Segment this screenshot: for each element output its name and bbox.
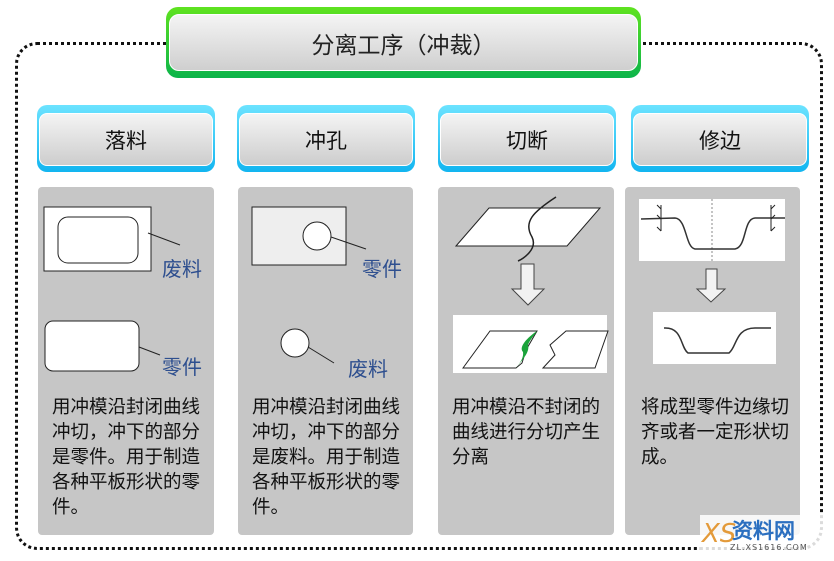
watermark-xs: XS [702,519,737,549]
header-label: 冲孔 [239,113,413,166]
title-box: 分离工序（冲裁） [166,7,641,78]
blanking-illustration [43,206,181,372]
trimming-illustration [639,199,785,364]
description: 用冲模沿封闭曲线冲切，冲下的部分是零件。用于制造各种平板形状的零件。 [52,397,201,518]
header-blanking: 落料 [37,105,215,172]
punching-illustration [251,206,367,364]
panel-blanking: 废料 零件 用冲模沿封闭曲线冲切，冲下的部分是零件。用于制造各种平板形状的零件。 [38,187,214,535]
part-label: 零件 [362,257,402,281]
scrap-label: 废料 [162,257,202,281]
header-trimming: 修边 [631,105,809,172]
description: 用冲模沿封闭曲线冲切，冲下的部分是废料。用于制造各种平板形状的零件。 [252,397,401,518]
panel-trimming: 将成型零件边缘切齐或者一定形状切成。 [625,187,800,535]
header-punching: 冲孔 [237,105,415,172]
header-label: 修边 [633,113,807,166]
description: 用冲模沿不封闭的曲线进行分切产生分离 [452,397,601,468]
panel-cutting: 用冲模沿不封闭的曲线进行分切产生分离 [438,187,614,535]
header-label: 落料 [39,113,213,166]
title: 分离工序（冲裁） [169,14,638,71]
watermark-logo: XS 资料网 ZL.XS1616.COM [700,515,830,559]
watermark-name: 资料网 [732,519,795,543]
description: 将成型零件边缘切齐或者一定形状切成。 [641,397,790,468]
header-label: 切断 [440,113,614,166]
panel-punching: 零件 废料 用冲模沿封闭曲线冲切，冲下的部分是废料。用于制造各种平板形状的零件。 [238,187,413,535]
scrap-label: 废料 [348,357,388,381]
header-cutting: 切断 [438,105,616,172]
watermark-url: ZL.XS1616.COM [730,543,808,552]
cutting-illustration [453,196,609,373]
part-label: 零件 [162,355,202,379]
